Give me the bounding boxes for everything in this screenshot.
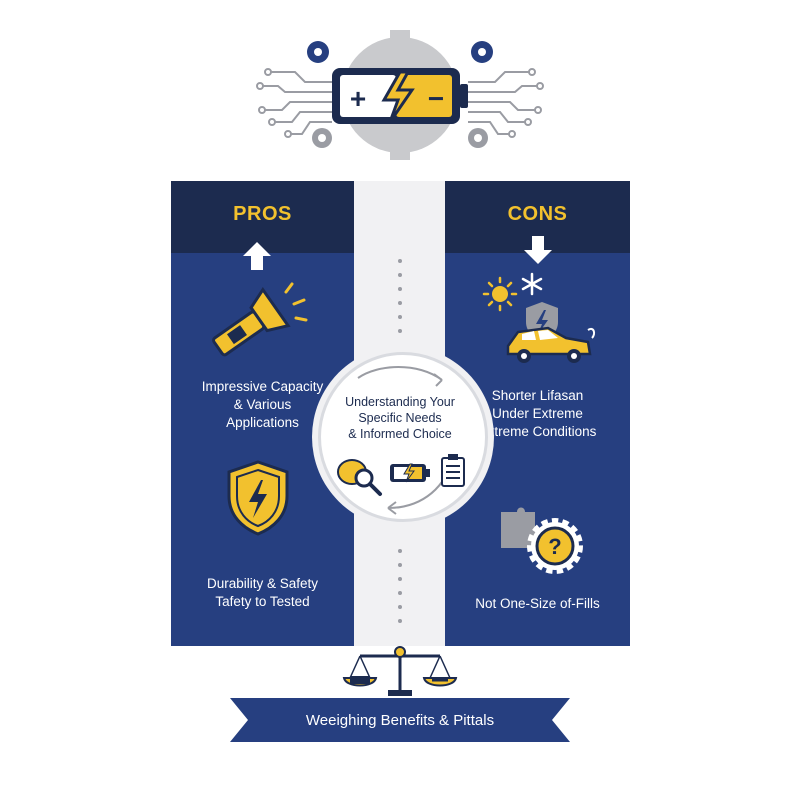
- battery-circuit-header: + −: [256, 30, 544, 160]
- flashlight-icon: [212, 282, 308, 357]
- car-icon: [506, 326, 596, 363]
- sun-icon: [482, 276, 518, 312]
- cons-title: CONS: [507, 203, 568, 225]
- center-circle: [318, 352, 488, 522]
- pros-header: PROS: [171, 181, 354, 253]
- question-gear-icon: ?: [527, 518, 583, 574]
- down-arrow-icon: [524, 236, 552, 264]
- pros-item-2-label: Durability & Safety Tafety to Tested: [206, 576, 319, 609]
- brain-magnifier-icon: [337, 459, 382, 496]
- battery-plus: +: [350, 83, 366, 114]
- cons-item-1-label: Shorter Lifasan Under Extreme Extreme Co…: [478, 388, 597, 439]
- battery-minus: −: [428, 83, 444, 114]
- pros-item-1-label: Impressive Capacity & Various Applicatio…: [201, 379, 324, 430]
- small-battery-icon: [390, 463, 430, 483]
- snowflake-icon: [521, 272, 543, 296]
- dotted-line: [398, 259, 402, 623]
- checklist-icon: [441, 454, 465, 487]
- circuit-lines-right: [468, 71, 538, 135]
- center-label: Understanding Your Specific Needs & Info…: [345, 395, 455, 441]
- extreme-weather-car-icon: [482, 272, 596, 363]
- small-gear-icon: [307, 41, 493, 63]
- circuit-lines-left: [262, 71, 332, 135]
- pros-title: PROS: [233, 203, 292, 225]
- battery-icon: [332, 68, 468, 124]
- up-arrow-icon: [243, 242, 271, 270]
- puzzle-gear-question-icon: ?: [501, 507, 583, 574]
- svg-text:?: ?: [548, 534, 561, 559]
- bottom-banner: [230, 698, 570, 742]
- center-icons: [337, 454, 465, 496]
- banner-label: Weeighing Benefits & Pittals: [305, 712, 495, 729]
- cons-item-2-label: Not One-Size of-Fills: [475, 596, 600, 611]
- scales-icon: [342, 646, 458, 696]
- shield-bolt-icon: [227, 460, 289, 536]
